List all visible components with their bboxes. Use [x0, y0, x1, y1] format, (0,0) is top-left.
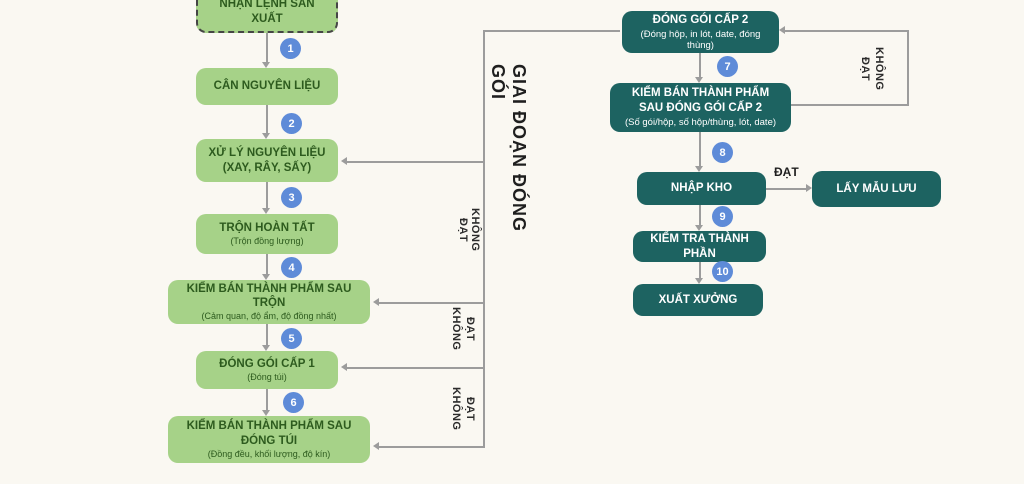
fail-label-line2: ĐẠT	[464, 316, 476, 342]
box-kiem-tra-thanh-phan: KIỂM TRA THÀNH PHẦN	[633, 231, 766, 262]
fail-label-line1: KHÔNG	[450, 307, 462, 351]
box-can-nguyen-lieu: CÂN NGUYÊN LIỆU	[196, 68, 338, 105]
connector-line	[266, 33, 268, 63]
box-kiem-ban-thanh-pham-sau-dong-tui: KIỂM BÁN THÀNH PHẨM SAU ĐÓNG TÚI (Đồng đ…	[168, 416, 370, 463]
arrow-right-icon	[806, 184, 812, 192]
step-badge-5: 5	[281, 328, 302, 349]
step-badge-9: 9	[712, 206, 733, 227]
arrow-down-icon	[262, 62, 270, 68]
box-title: XUẤT XƯỞNG	[658, 293, 738, 306]
connector-line	[699, 262, 701, 279]
fail-label-line1: KHÔNG	[450, 387, 462, 431]
pass-label: ĐẠT	[774, 165, 799, 179]
step-badge-3: 3	[281, 187, 302, 208]
feedback-bus-top-line	[483, 30, 620, 32]
step-badge-2: 2	[281, 113, 302, 134]
box-subtitle: (Cảm quan, độ ẩm, độ đồng nhất)	[201, 311, 337, 322]
arrow-left-icon	[779, 26, 785, 34]
arrow-left-icon	[341, 363, 347, 371]
box-subtitle: (Đóng hộp, in lót, date, đóng thùng)	[640, 28, 761, 51]
box-dong-goi-cap-1: ĐÓNG GÓI CẤP 1 (Đóng túi)	[196, 351, 338, 389]
box-title: ĐÓNG GÓI CẤP 2	[652, 13, 749, 26]
box-subtitle: (Đóng túi)	[247, 372, 287, 383]
box-title: KIỂM BÁN THÀNH PHẨM SAU ĐÓNG GÓI CẤP 2	[631, 87, 770, 115]
feedback-loop-line	[791, 104, 908, 106]
feedback-loop-line	[907, 30, 909, 106]
arrow-left-icon	[373, 442, 379, 450]
arrow-down-icon	[695, 166, 703, 172]
arrow-left-icon	[341, 157, 347, 165]
feedback-branch-line	[379, 302, 483, 304]
connector-line	[699, 132, 701, 167]
box-subtitle: (Trộn đồng lượng)	[230, 236, 304, 247]
box-title: KIỂM TRA THÀNH PHẦN	[650, 232, 749, 260]
box-title: NHẬP KHO	[670, 182, 733, 195]
box-title: LẤY MẪU LƯU	[836, 182, 917, 195]
arrow-down-icon	[695, 225, 703, 231]
box-subtitle: (Số gói/hộp, số hộp/thùng, lót, date)	[624, 117, 777, 129]
step-badge-8: 8	[712, 142, 733, 163]
fail-label-line2: ĐẠT	[464, 396, 476, 422]
fail-label-line2: ĐẠT	[859, 56, 871, 82]
feedback-bus-line	[483, 30, 485, 448]
step-badge-10: 10	[712, 261, 733, 282]
step-badge-6: 6	[283, 392, 304, 413]
box-title: KIỂM BÁN THÀNH PHẨM SAU TRỘN	[186, 282, 352, 310]
pass-line	[766, 188, 806, 190]
arrow-down-icon	[262, 410, 270, 416]
box-xu-ly-nguyen-lieu: XỬ LÝ NGUYÊN LIỆU (XAY, RÂY, SẤY)	[196, 139, 338, 182]
box-title: ĐÓNG GÓI CẤP 1	[219, 357, 315, 370]
stage-title: GIAI ĐOẠN ĐÓNG GÓI	[488, 64, 529, 233]
feedback-branch-line	[347, 161, 483, 163]
connector-line	[266, 105, 268, 134]
box-subtitle: (Đồng đều, khối lượng, độ kín)	[207, 448, 331, 459]
arrow-down-icon	[262, 345, 270, 351]
fail-label-line1: KHÔNG	[873, 47, 885, 91]
asia-life-logo: Asia Life	[947, 0, 1010, 4]
arrow-left-icon	[373, 298, 379, 306]
fail-label: KHÔNG ĐẠT	[457, 208, 481, 252]
arrow-down-icon	[695, 278, 703, 284]
box-title: KIỂM BÁN THÀNH PHẨM SAU ĐÓNG TÚI	[186, 420, 352, 447]
connector-line	[266, 254, 268, 275]
box-dong-goi-cap-2: ĐÓNG GÓI CẤP 2 (Đóng hộp, in lót, date, …	[622, 11, 779, 53]
feedback-loop-line	[785, 30, 908, 32]
arrow-down-icon	[262, 274, 270, 280]
box-title: NHẬN LỆNH SẢN XUẤT	[219, 0, 315, 25]
connector-line	[699, 205, 701, 226]
arrow-down-icon	[695, 77, 703, 83]
box-lay-mau-luu: LẤY MẪU LƯU	[812, 171, 941, 207]
box-nhap-kho: NHẬP KHO	[637, 172, 766, 205]
box-title: CÂN NGUYÊN LIỆU	[213, 80, 321, 93]
arrow-down-icon	[262, 133, 270, 139]
box-kiem-ban-thanh-pham-sau-dong-goi-cap-2: KIỂM BÁN THÀNH PHẨM SAU ĐÓNG GÓI CẤP 2 (…	[610, 83, 791, 132]
feedback-branch-line	[379, 446, 483, 448]
step-badge-7: 7	[717, 56, 738, 77]
connector-line	[266, 182, 268, 209]
box-title: XỬ LÝ NGUYÊN LIỆU (XAY, RÂY, SẤY)	[208, 147, 326, 174]
connector-line	[266, 389, 268, 411]
arrow-down-icon	[262, 208, 270, 214]
step-badge-4: 4	[281, 257, 302, 278]
step-badge-1: 1	[280, 38, 301, 59]
box-kiem-ban-thanh-pham-sau-tron: KIỂM BÁN THÀNH PHẨM SAU TRỘN (Cảm quan, …	[168, 280, 370, 324]
feedback-branch-line	[347, 367, 483, 369]
box-xuat-xuong: XUẤT XƯỞNG	[633, 284, 763, 316]
box-nhan-lenh-san-xuat: NHẬN LỆNH SẢN XUẤT	[196, 0, 338, 33]
box-tron-hoan-tat: TRỘN HOÀN TẤT (Trộn đồng lượng)	[196, 214, 338, 254]
box-title: TRỘN HOÀN TẤT	[219, 221, 315, 234]
connector-line	[266, 324, 268, 346]
connector-line	[699, 53, 701, 78]
